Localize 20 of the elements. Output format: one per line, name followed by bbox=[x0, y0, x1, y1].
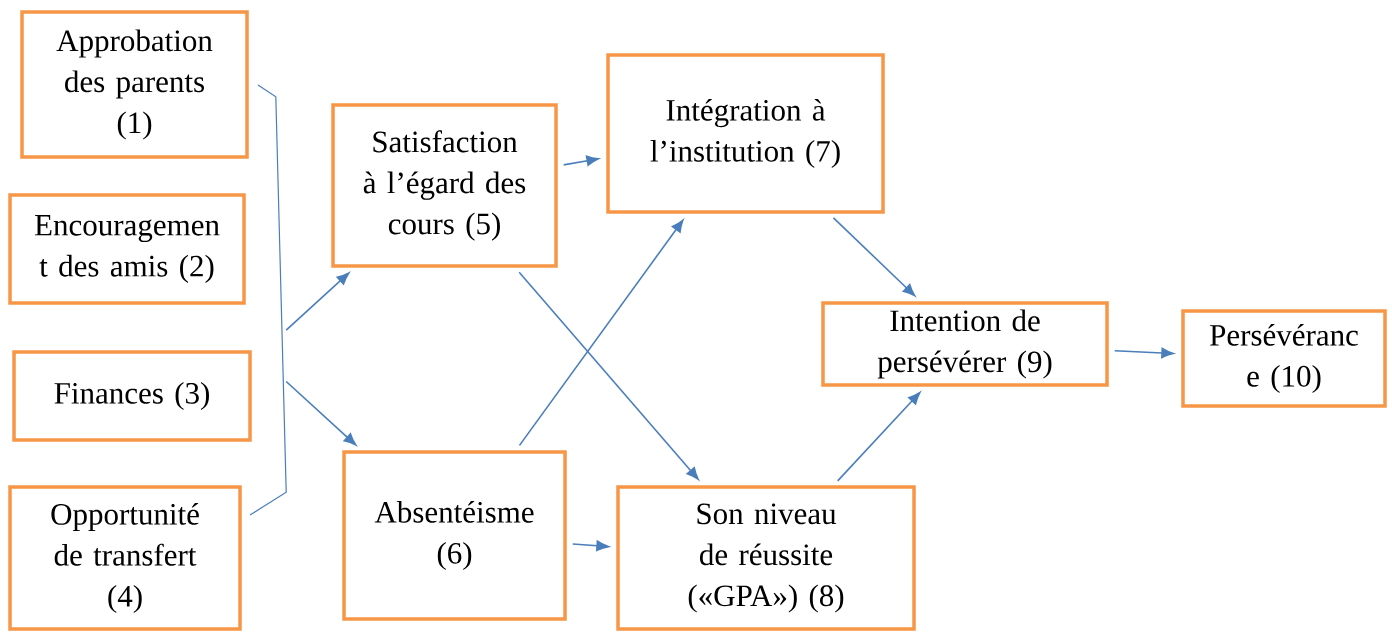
process-box: Approbation des parents (1) bbox=[20, 10, 249, 159]
arrow bbox=[518, 271, 699, 480]
arrow bbox=[1113, 347, 1174, 359]
arrow bbox=[285, 380, 357, 446]
process-box: Intégration à l’institution (7) bbox=[606, 53, 885, 214]
arrow bbox=[832, 217, 916, 297]
process-box: Opportunité de transfert (4) bbox=[8, 485, 242, 631]
bracket bbox=[249, 84, 287, 516]
process-box: Persévéranc e (10) bbox=[1181, 309, 1387, 408]
arrow bbox=[571, 540, 609, 552]
arrow bbox=[285, 272, 350, 331]
arrow bbox=[562, 155, 600, 167]
process-box: Son niveau de réussite («GPA») (8) bbox=[616, 485, 916, 631]
process-box: Satisfaction à l’égard des cours (5) bbox=[331, 103, 558, 268]
arrow bbox=[518, 219, 684, 447]
process-box: Encouragemen t des amis (2) bbox=[8, 193, 246, 305]
process-box: Intention de persévérer (9) bbox=[821, 301, 1109, 387]
process-box: Absentéisme (6) bbox=[342, 450, 567, 621]
arrow bbox=[836, 391, 921, 482]
process-box: Finances (3) bbox=[12, 350, 252, 442]
